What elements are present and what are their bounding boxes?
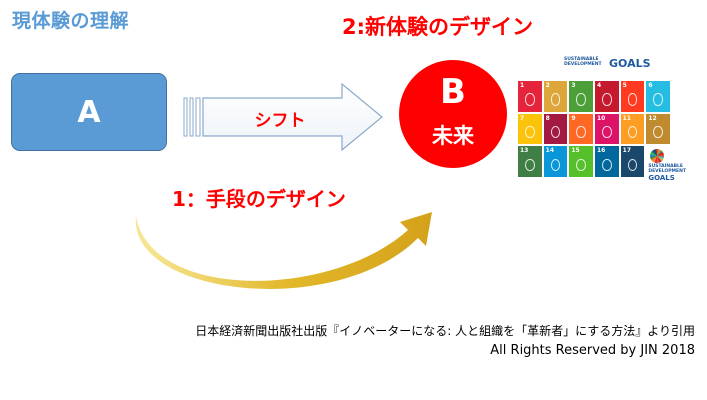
sdg-goal-number: 6 [648,82,653,89]
sdg-goal-tile: 2 [543,81,568,112]
sdg-goal-tile: 14 [543,146,568,177]
sdg-goal-icon [550,93,561,106]
sdg-goal-tile: 5 [620,81,645,112]
sdg-goal-number: 14 [545,147,555,155]
future-state-sublabel: 未来 [432,124,474,148]
sdg-goal-icon [602,125,612,139]
sdg-goal-icon [525,125,535,139]
sdg-goal-number: 10 [596,114,606,122]
sdg-logo-small-text: SUSTAINABLE DEVELOPMENT [648,164,686,175]
sdg-goal-icon [653,125,663,139]
current-experience-title: 現体験の理解 [12,10,130,32]
sdg-goal-icon [550,158,561,171]
sdg-goal-number: 8 [545,114,550,122]
sdg-goal-tile: 7 [518,113,542,145]
sdg-goal-tile: 1 [518,81,542,112]
sdg-goal-tile: 16 [594,146,619,177]
sdg-goal-number: 17 [622,147,632,155]
sdg-goal-number: 7 [520,114,525,122]
means-curved-arrow [135,212,432,289]
sdg-goal-tile: 13 [518,146,542,177]
sdg-goal-icon [525,93,535,106]
new-experience-title: 2:新体験のデザイン [342,15,534,39]
sdg-goal-icon [653,93,663,106]
sdg-goal-tile: 17 [620,146,645,177]
sdg-goal-tile: 9 [569,113,593,145]
sdg-header-small-text: SUSTAINABLE DEVELOPMENT [564,57,602,67]
sdg-goal-number: 3 [571,82,576,89]
sdg-goal-tile: 6 [646,81,670,112]
sdg-goal-number: 13 [520,147,529,155]
sdg-logo-goals-text: GOALS [648,174,675,183]
sdg-goal-tile: 4 [594,81,619,112]
future-state-letter: B [440,72,466,112]
sdg-goal-number: 4 [596,82,602,89]
sdg-header-goals-text: GOALS [609,57,651,70]
sdg-goal-icon [602,93,612,106]
future-state-circle: B 未来 [399,60,507,168]
sdg-goal-icon [627,158,638,171]
sdg-goal-number: 12 [648,114,657,122]
shift-label: シフト [254,111,306,131]
citation-text: 日本経済新聞出版社出版『イノベーターになる: 人と組織を「革新者」にする方法』よ… [195,324,695,338]
current-state-label: A [77,94,101,130]
sdg-goal-icon [627,125,638,139]
sdg-goal-number: 9 [571,114,576,122]
sdg-goal-number: 11 [622,114,632,122]
sdg-goal-tile: 15 [569,146,593,177]
sdg-goal-number: 16 [596,147,606,155]
sdg-goal-icon [550,125,561,139]
sdg-goal-icon [525,158,535,171]
sdg-goal-tile: 10 [594,113,619,145]
sdg-goal-number: 15 [571,147,580,155]
shift-arrow [183,82,383,152]
sdg-goal-number: 1 [520,82,525,89]
means-design-label: 1：手段のデザイン [172,187,346,211]
sdg-goal-icon [576,93,586,106]
sdg-goal-tile: 11 [620,113,645,145]
sdg-goal-number: 5 [622,82,627,89]
sdg-goal-icon [576,158,586,171]
current-state-box: A [11,73,167,151]
sdg-goal-tile: 3 [569,81,593,112]
sdg-goal-tile: 8 [543,113,568,145]
sdg-goal-icon [627,93,638,106]
sdg-goal-icon [576,125,586,139]
copyright-text: All Rights Reserved by JIN 2018 [490,343,695,358]
sdg-wheel-icon [650,149,665,164]
sdg-goal-icon [602,158,612,171]
sdg-goal-tile: 12 [646,113,670,145]
sdg-goal-number: 2 [545,82,550,89]
